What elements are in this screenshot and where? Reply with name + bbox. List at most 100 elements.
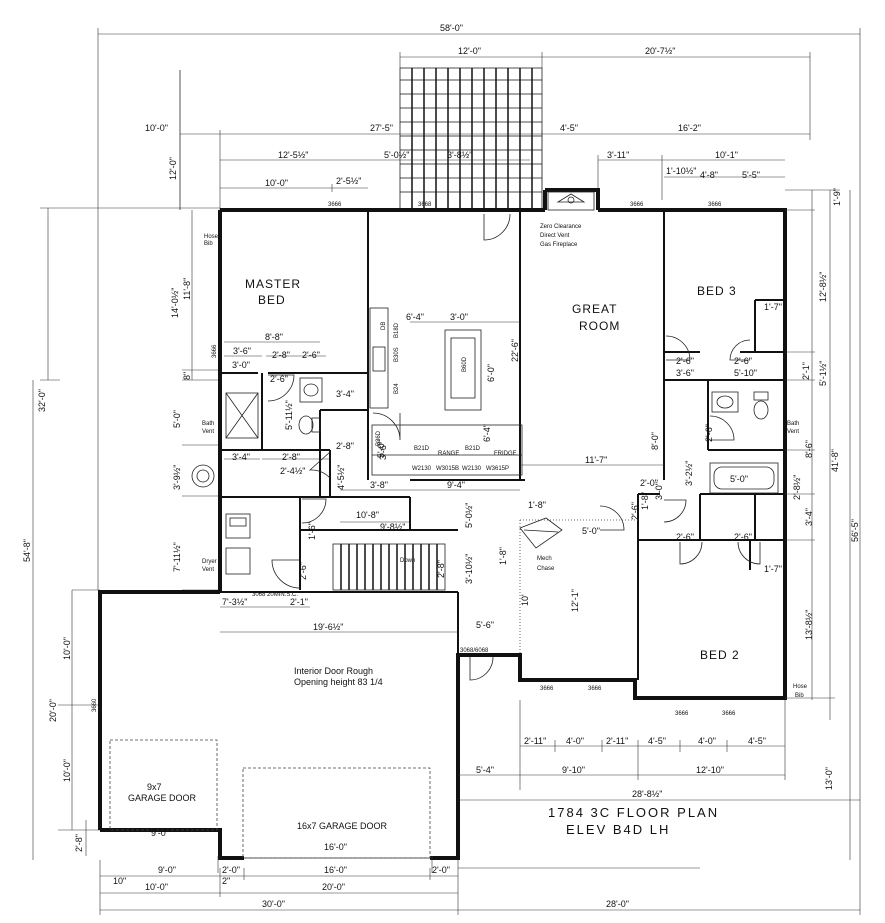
dim-top-16-2: 16'-2" [678, 123, 701, 133]
dim-g-9-0: 9'-0" [151, 828, 169, 838]
plan-title-line2: ELEV B4D LH [566, 822, 670, 837]
dim-g-2-0: 2'-0" [222, 865, 240, 875]
room-bed3: BED 3 [697, 284, 737, 298]
dim-m-4-5: 4'-5½" [336, 465, 346, 490]
dim-b-28-8: 28'-8½" [632, 789, 662, 799]
dim-k-1-8b: 1'-8" [528, 500, 546, 510]
dim-m-3-6b: 3'-6" [378, 442, 388, 460]
dim-b3-2-6: 2'-6" [676, 356, 694, 366]
dim-b3-3-6: 3'-6" [676, 368, 694, 378]
dim-left-10-0a: 10'-0" [62, 637, 72, 660]
dim-r-12-8: 12'-8½" [818, 272, 828, 302]
bottom-dimension-lines [99, 856, 861, 915]
laundry-appliances [225, 513, 251, 575]
dim-k-11-7: 11'-7" [585, 455, 607, 465]
dryer-vent-line2: Vent [202, 567, 214, 573]
room-master-bed-line1: MASTER [245, 277, 301, 291]
dim-k-12-1: 12'-1" [570, 589, 580, 612]
plan-title-line1: 1784 3C FLOOR PLAN [548, 805, 719, 820]
dim-m-2-8c: 2'-8" [336, 441, 354, 451]
dim-b-4-0b: 4'-0" [698, 736, 716, 746]
dim-left-11-8: 11'-8" [182, 278, 192, 300]
dim-k-5-0: 5'-0" [376, 440, 386, 458]
dim-k-6-4b: 6'-4" [482, 424, 492, 442]
dim-deck-right: 20'-7½" [645, 46, 675, 56]
dim-r-41-8: 41'-8" [830, 449, 840, 472]
dim-c-3-0: 3'-0" [654, 482, 664, 500]
dim-g-19-6: 19'-6½" [313, 622, 343, 632]
hose-bib-bottom-line2: Bib [795, 693, 804, 699]
dim-k-10: 10' [520, 594, 530, 606]
dim-k-5-0c: 5'-0" [582, 526, 600, 536]
cabinet-w3015b: W3015B [436, 466, 459, 472]
dim-r-13-8: 13'-8½" [804, 610, 814, 640]
cabinet-w2130-b: W2130 [462, 466, 482, 472]
dim-row3-10-1: 10'-1" [715, 150, 738, 160]
garage-door-large-label: 16x7 GARAGE DOOR [297, 821, 388, 831]
dim-r-2-1: 2'-1" [801, 362, 811, 380]
bath-vent-line1: Bath [202, 421, 214, 427]
dim-b3-2-6e: 2'-6" [734, 532, 752, 542]
garage-door-small-size: 9x7 [147, 782, 162, 792]
dim-left-20-0: 20'-0" [48, 699, 58, 722]
dim-m-8-8: 8'-8" [265, 332, 283, 342]
dim-row4-4-8: 4'-8" [700, 170, 718, 180]
dim-row5-10-0: 10'-0" [265, 178, 288, 188]
cabinet-b21d-a: B21D [414, 446, 430, 452]
dim-g-20-0: 20'-0" [322, 882, 345, 892]
dim-g-16-0b: 16'-0" [324, 865, 347, 875]
dim-k-1-8: 1'-8" [498, 547, 508, 565]
cabinet-w3615p: W3615P [486, 466, 509, 472]
dim-r-5-1: 5'-1½" [818, 361, 828, 386]
mech-chase-line2: Chase [537, 566, 555, 572]
bath-vent-line2: Vent [202, 429, 214, 435]
dim-b3-2-6c: 2'-6" [704, 424, 714, 442]
dim-m-2-8b: 2'-8" [282, 452, 300, 462]
dim-b-12-10: 12'-10" [696, 765, 724, 775]
dim-row5-2-5: 2'-5½" [336, 176, 361, 186]
dim-k-1-6: 1'-6" [307, 522, 317, 540]
cabinet-db: DB [381, 322, 387, 330]
cabinet-rear: B36D [376, 430, 382, 446]
dim-left-12-0: 12'-0" [168, 157, 178, 180]
dim-row3-3-8: 3'-8½" [447, 150, 472, 160]
dim-b3-2-6b: 2'-6" [734, 356, 752, 366]
right-dimension-lines [458, 189, 860, 860]
dim-top-10-0: 10'-0" [145, 123, 168, 133]
door-rough-note-1: Interior Door Rough [294, 666, 373, 676]
island-cabinet: B60D [462, 356, 468, 372]
dim-left-8: 8" [182, 372, 192, 380]
left-dimension-lines [32, 70, 220, 860]
dim-b3-2-6d: 2'-6" [676, 532, 694, 542]
master-shower [225, 392, 259, 439]
dim-m-2-8: 2'-8" [272, 350, 290, 360]
dim-b-9-10: 9'-10" [562, 765, 585, 775]
top-dimension-lines [97, 28, 861, 860]
dim-k-5-0b: 5'-0½" [464, 503, 474, 528]
dim-k-6-0: 6'-0" [486, 364, 496, 382]
dim-row3-5-0: 5'-0½" [384, 150, 409, 160]
bottom-right-dimension-lines [458, 700, 786, 790]
window-bottom-bed2-a: 3666 [675, 711, 689, 717]
dryer-vent-line1: Dryer [202, 559, 217, 565]
window-top-bed3-b: 3666 [708, 202, 722, 208]
cabinet-w2130-a: W2130 [412, 466, 432, 472]
window-front-door: 3068/6068 [460, 648, 489, 654]
dim-k-9-4: 9'-4" [447, 480, 465, 490]
mech-chase [519, 517, 563, 549]
dim-c-2-8: 2'-8" [436, 560, 446, 578]
window-left-master: 3666 [212, 344, 218, 358]
dim-row3-3-11: 3'-11" [607, 150, 629, 160]
dim-k-9-8: 9'-8½" [380, 522, 405, 532]
room-bed2: BED 2 [700, 648, 740, 662]
kitchen-island [444, 329, 482, 411]
dim-g-2-1: 2'-1" [290, 597, 308, 607]
dim-top-overall: 58'-0" [440, 23, 463, 33]
dim-g-9-0b: 9'-0" [158, 865, 176, 875]
dim-m-3-4: 3'-4" [336, 389, 354, 399]
dim-r-1-9: 1'-9" [832, 188, 842, 206]
kitchen-counters [369, 307, 523, 476]
hose-bib-top-line1: Hose [204, 234, 219, 240]
cabinet-b30s: B30S [394, 347, 400, 362]
dim-k-2-6: 2'-6" [298, 562, 308, 580]
